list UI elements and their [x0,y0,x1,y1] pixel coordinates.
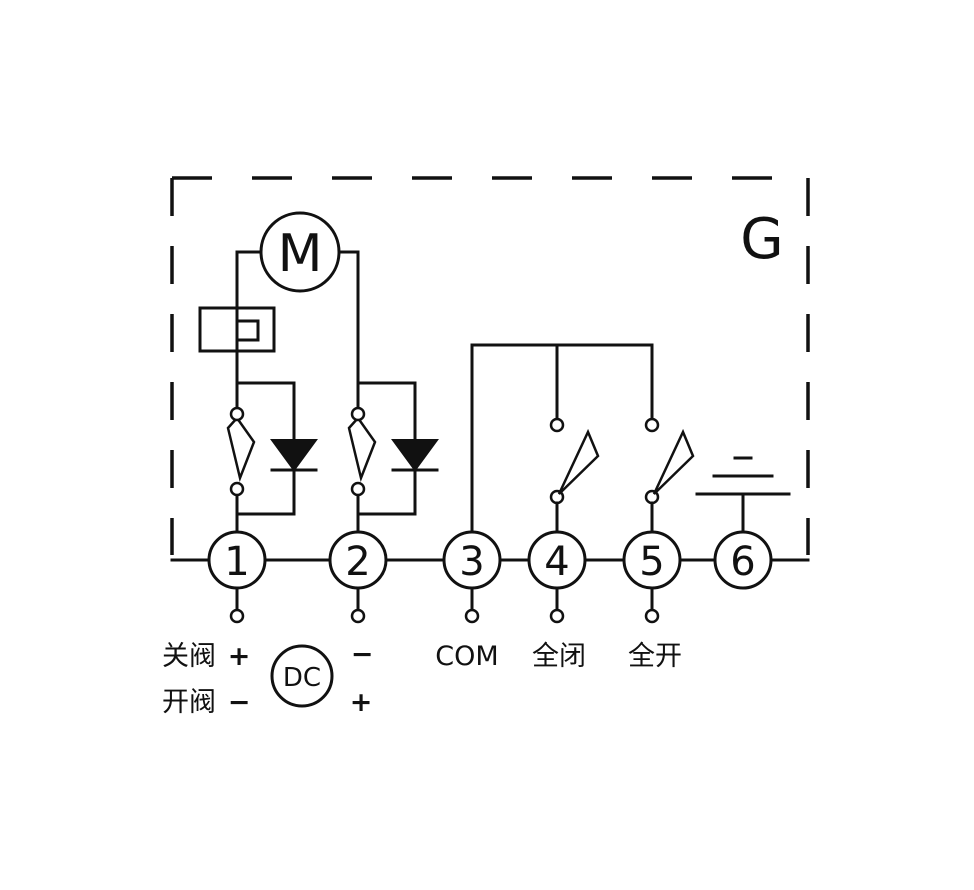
diode-2 [391,439,439,472]
terminal-3-label: COM [435,641,498,672]
branch-terminal-1 [198,250,318,547]
terminal-5: 5 [622,530,682,624]
close-polarity-2: − [351,639,374,670]
open-polarity-1: − [228,687,251,718]
diode-1 [270,439,318,472]
motor: M [259,211,341,293]
terminal-4: 4 [527,530,587,624]
terminal-6: 6 [713,530,773,590]
terminal-number: 4 [544,539,569,585]
terminal-5-label: 全开 [628,641,682,672]
close-polarity-1: + [228,641,251,672]
terminal-number: 5 [639,539,664,585]
dc-label: DC [283,663,321,693]
terminal-number: 3 [459,539,484,585]
terminal-number: 2 [345,539,370,585]
motor-label: M [278,224,323,284]
open-polarity-2: + [350,687,373,718]
close-valve-label: 关阀 [162,641,216,672]
terminal-number: 6 [730,539,755,585]
open-valve-label: 开阀 [162,687,216,718]
box-label: G [740,207,783,272]
terminal-1: 1 [207,530,267,624]
terminal-4-label: 全闭 [532,641,586,672]
dc-symbol: DC [270,644,334,708]
terminal-number: 1 [224,539,249,585]
terminal-2: 2 [328,530,388,624]
terminal-3: 3 [442,530,502,624]
branch-terminal-2 [337,250,439,547]
thermal-protector [198,306,276,353]
enclosure [170,176,810,555]
com-switches [470,343,695,547]
